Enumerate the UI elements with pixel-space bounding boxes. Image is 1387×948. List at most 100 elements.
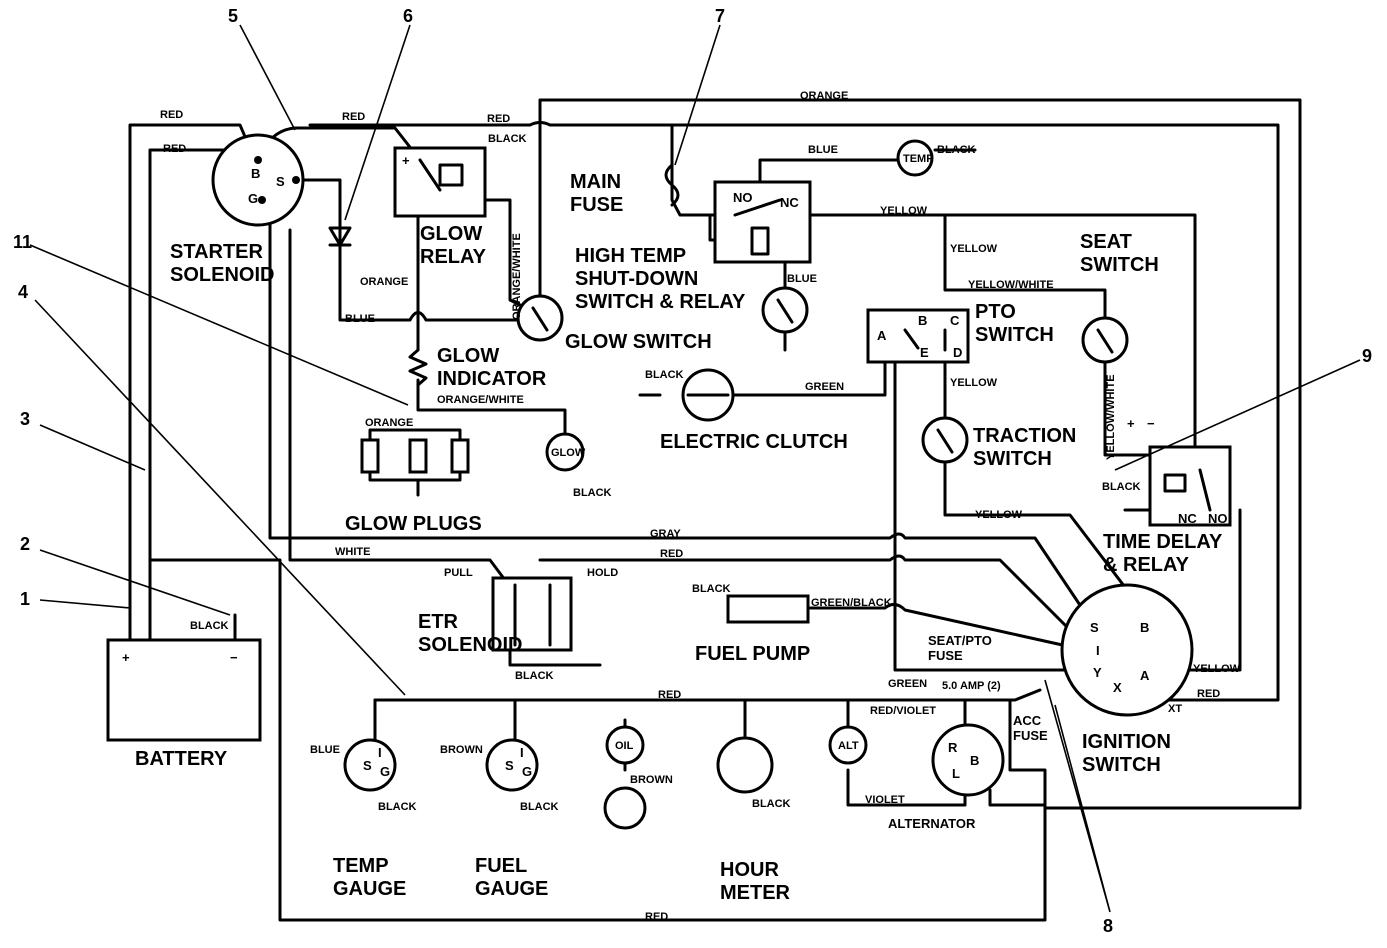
pin-g-fuel: G (522, 764, 532, 779)
wire-orange-relay: ORANGE (360, 276, 408, 288)
pin-nc: NC (780, 195, 799, 210)
wire-pull: PULL (444, 567, 473, 579)
callout-leaders (29, 24, 1361, 913)
callout-9: 9 (1362, 346, 1372, 366)
pin-e-pto: E (920, 345, 929, 360)
time-delay-relay-symbol (1148, 445, 1232, 527)
seat-switch-symbol (1081, 316, 1129, 364)
wire-blue-temp: BLUE (808, 144, 838, 156)
electric-clutch-symbol (681, 368, 735, 422)
glow-lamp-symbol (545, 432, 585, 472)
hour-meter-symbol (716, 736, 774, 794)
pin-i-temp: I (378, 745, 382, 760)
pin-xt-ign: XT (1168, 703, 1182, 715)
lamp-labels: TEMP GLOW OIL ALT (551, 153, 934, 752)
high-temp-switch-symbol (761, 286, 809, 334)
wire-green-black: GREEN/BLACK (811, 597, 892, 609)
ignition-switch-symbol (1060, 583, 1194, 717)
wire-orange-top: ORANGE (800, 90, 848, 102)
wire-yellow-white: YELLOW/WHITE (968, 279, 1054, 291)
starter-solenoid-symbol (211, 133, 305, 227)
oil-switch-symbol (603, 786, 647, 830)
wire-black-relay: BLACK (488, 133, 527, 145)
traction-switch-symbol (921, 416, 969, 464)
callout-5: 5 (228, 6, 238, 26)
wire-gray: GRAY (650, 528, 681, 540)
pin-s-ign: S (1090, 620, 1099, 635)
battery-plus: + (122, 650, 130, 665)
wire-red-3: RED (342, 111, 365, 123)
pin-x-ign: X (1113, 680, 1122, 695)
glow-plugs-symbol (360, 438, 470, 474)
pin-s-fuel: S (505, 758, 514, 773)
pin-g-temp: G (380, 764, 390, 779)
pin-plus-relay: + (402, 153, 410, 168)
pin-r-alt: R (948, 740, 958, 755)
fuel-pump-symbol (726, 594, 810, 624)
wire-orange-plugs: ORANGE (365, 417, 413, 429)
lamp-temp-label: TEMP (903, 153, 934, 165)
wire-red-7: RED (1197, 688, 1220, 700)
wire-red-5: RED (660, 548, 683, 560)
pin-l-alt: L (952, 766, 960, 781)
wire-blue-relay: BLUE (345, 313, 375, 325)
wire-violet: VIOLET (865, 794, 905, 806)
diode-symbol (328, 226, 352, 247)
wire-yellow-3: YELLOW (950, 377, 998, 389)
wire-black-temp-gauge: BLACK (378, 801, 417, 813)
etr-solenoid-symbol (491, 576, 573, 652)
wire-yellow-white-vert: YELLOW/WHITE (1105, 374, 1117, 460)
pin-g: G (248, 191, 258, 206)
fuse-rating: 5.0 AMP (2) (942, 680, 1001, 692)
wire-red-1: RED (160, 109, 183, 121)
wire-black-delay: BLACK (1102, 481, 1141, 493)
pin-s-temp: S (363, 758, 372, 773)
pin-s: S (276, 174, 285, 189)
pin-plus-seat: + (1127, 416, 1135, 431)
callout-1: 1 (20, 589, 30, 609)
pin-i-fuel: I (520, 745, 524, 760)
label-time-delay: TIME DELAY& RELAY (1103, 531, 1223, 576)
label-alternator: ALTERNATOR (888, 816, 976, 831)
glow-switch-symbol (516, 294, 564, 342)
callout-8: 8 (1103, 916, 1113, 936)
temp-gauge-symbol (343, 738, 397, 792)
wire-brown-gauge: BROWN (440, 744, 483, 756)
wire-red-2: RED (163, 143, 186, 155)
wire-black-glow: BLACK (573, 487, 612, 499)
pin-i-ign: I (1096, 643, 1100, 658)
callout-numbers: 1 2 3 4 5 6 7 8 9 11 (13, 6, 1372, 936)
pin-no: NO (733, 190, 753, 205)
battery-symbol (106, 638, 262, 742)
fuel-gauge-symbol (485, 738, 539, 792)
wire-yellow-4: YELLOW (975, 509, 1023, 521)
pin-b-ign: B (1140, 620, 1149, 635)
pin-b-pto: B (918, 313, 927, 328)
wire-black-etr: BLACK (515, 670, 554, 682)
temp-lamp-symbol (896, 139, 934, 177)
high-temp-relay-symbol (713, 180, 812, 264)
lamp-oil-label: OIL (615, 740, 634, 752)
callout-6: 6 (403, 6, 413, 26)
wire-red-4: RED (487, 113, 510, 125)
pin-minus-seat: − (1147, 416, 1155, 431)
pin-y-ign: Y (1093, 665, 1102, 680)
wire-black-battery: BLACK (190, 620, 229, 632)
wire-green: GREEN (888, 678, 927, 690)
wire-red-violet: RED/VIOLET (870, 705, 936, 717)
wire-labels: RED RED RED RED ORANGE BLACK BLUE BLACK … (160, 90, 1241, 923)
callout-11: 11 (13, 232, 32, 252)
callout-2: 2 (20, 534, 30, 554)
alt-lamp-symbol (828, 725, 868, 765)
wire-red-6: RED (658, 689, 681, 701)
